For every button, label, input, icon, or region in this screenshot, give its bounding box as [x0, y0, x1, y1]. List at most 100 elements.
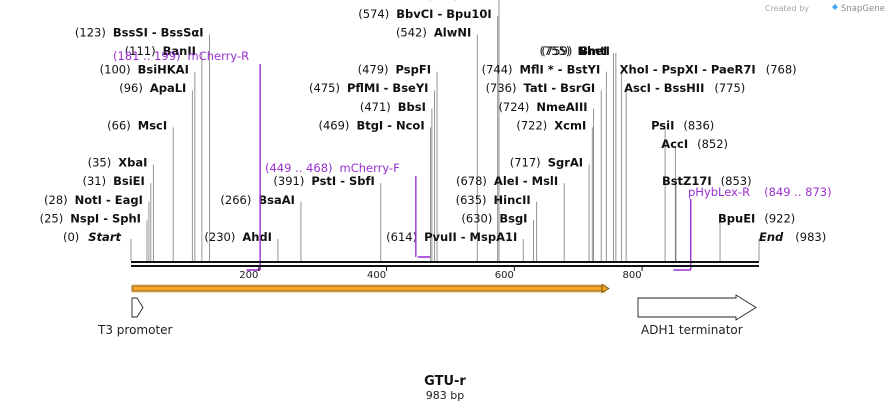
site-acci-852: AccI(852) [661, 137, 728, 151]
primer-phyblex-r-label: pHybLex-R(849 .. 873) [688, 185, 832, 199]
primer-mcherry-r: (181 .. 199)mCherry-R [113, 49, 261, 271]
site-bsiei-31: (31)BsiEI [83, 174, 145, 188]
site-pflmi-bseyi-475: (475)PflMI - BseYI [309, 81, 428, 95]
site-tati-bsrgi-736-label: (736)TatI - BsrGI [486, 81, 596, 95]
map-length: 983 bp [426, 389, 464, 402]
site-asci-bsshii-775: AscI - BssHII(775) [624, 81, 745, 95]
site-start-0-label: (0)Start [63, 230, 122, 244]
site-bbsi-471-label: (471)BbsI [360, 100, 426, 114]
site-xhoi-pspxi-paer7i-768: XhoI - PspXI - PaeR7I(768) [620, 63, 797, 77]
site-mfli-bstyi-744: (744)MflI * - BstYI [482, 63, 601, 77]
site-nspi-sphi-25-label: (25)NspI - SphI [40, 211, 141, 225]
primer-mcherry-f: (449 .. 468)mCherry-F [265, 161, 430, 258]
site-nspi-sphi-25: (25)NspI - SphI [40, 211, 141, 225]
feature-t3-promoter: T3 promoter [97, 297, 173, 337]
site-msci-66: (66)MscI [107, 118, 167, 132]
ruler-tick-label-400: 400 [367, 270, 386, 281]
orf-arrow [131, 283, 610, 294]
site-pspfi-479-label: (479)PspFI [358, 63, 431, 77]
credit: Created by SnapGene [765, 4, 885, 14]
site-nmeaiii-724: (724)NmeAIII [498, 100, 587, 114]
credit-brand: SnapGene [841, 4, 885, 14]
site-apali-96: (96)ApaLI [119, 81, 186, 95]
site-bpuei-922: BpuEI(922) [718, 211, 795, 225]
site-bsiei-31-label: (31)BsiEI [83, 174, 145, 188]
site-bsihkai-100-label: (100)BsiHKAI [100, 63, 189, 77]
site-xhoi-pspxi-paer7i-768-label: XhoI - PspXI - PaeR7I(768) [620, 63, 797, 77]
site-psti-sbfi-391-label: (391)PstI - SbfI [273, 174, 374, 188]
site-bsgi-630-label: (630)BsgI [461, 211, 527, 225]
site-bsssi-bsss-i-123: (123)BssSI - BssSαI [75, 25, 204, 39]
site-alwni-542: (542)AlwNI [396, 25, 471, 39]
site-mfli-bstyi-744-label: (744)MflI * - BstYI [482, 63, 601, 77]
site-asci-bsshii-775-label: AscI - BssHII(775) [624, 81, 745, 95]
primer-layer: (181 .. 199)mCherry-R (449 .. 468)mCherry… [113, 49, 832, 271]
site-bstz17i-853: BstZ17I(853) [662, 174, 752, 188]
site-alei-msli-678-label: (678)AleI - MslI [456, 174, 558, 188]
site-banii-111: (111)BanII [125, 44, 196, 58]
site-pvuii-mspa1i-614-label: (614)PvuII - MspA1I [386, 230, 517, 244]
site-pflmi-bseyi-475-label: (475)PflMI - BseYI [309, 81, 428, 95]
site-banii-111-label: (111)BanII [125, 44, 196, 58]
site-pspfi-479: (479)PspFI [358, 63, 431, 77]
orf-body [131, 285, 603, 292]
site-labels: (0)Start (230)AhdI (614)PvuII - MspA1I End(… [40, 0, 827, 244]
site-bmti-759-label: (759)BmtI [541, 44, 609, 58]
site-pvuii-mspa1i-614: (614)PvuII - MspA1I [386, 230, 517, 244]
site-nmeaiii-724-label: (724)NmeAIII [498, 100, 587, 114]
orf-head [601, 283, 610, 294]
site-xbai-35: (35)XbaI [88, 156, 148, 170]
site-bbsi-471: (471)BbsI [360, 100, 426, 114]
ruler-ticks: 200 400 600 800 [239, 266, 643, 281]
adh1-terminator-arrow [637, 294, 757, 321]
ruler-tick-label-800: 800 [623, 270, 642, 281]
credit-prefix: Created by [765, 4, 809, 13]
t3-promoter-label: T3 promoter [97, 323, 173, 337]
site-btgi-ncoi-469-label: (469)BtgI - NcoI [319, 118, 425, 132]
ruler-tick-label-600: 600 [495, 270, 514, 281]
site-psii-836: PsiI(836) [651, 118, 714, 132]
site-nhei-755-label: (755)NheI [540, 44, 608, 58]
adh1-terminator-label: ADH1 terminator [641, 323, 743, 337]
t3-promoter-arrow [131, 297, 144, 318]
site-bsaai-266: (266)BsaAI [220, 193, 295, 207]
site-alei-msli-678: (678)AleI - MslI [456, 174, 558, 188]
site-btgi-ncoi-469: (469)BtgI - NcoI [319, 118, 425, 132]
site-drdi-576-label: (576)DrdI [427, 0, 493, 2]
site-xcmi-722-label: (722)XcmI [516, 118, 586, 132]
site-bmti-759: (759)BmtI [541, 44, 609, 58]
site-noti-eagi-28-label: (28)NotI - EagI [44, 193, 143, 207]
site-hincii-635-label: (635)HincII [456, 193, 531, 207]
site-end-983-label: End(983) [759, 230, 826, 244]
site-tati-bsrgi-736: (736)TatI - BsrGI [486, 81, 596, 95]
site-bbvci-bpu10i-574: (574)BbvCI - Bpu10I [358, 7, 491, 21]
site-xcmi-722: (722)XcmI [516, 118, 586, 132]
site-xbai-35-label: (35)XbaI [88, 156, 148, 170]
site-lines [130, 0, 760, 261]
site-nhei-755: (755)NheI [540, 44, 608, 58]
primer-phyblex-r: pHybLex-R(849 .. 873) [673, 185, 832, 271]
site-sgrai-717: (717)SgrAI [510, 156, 583, 170]
site-bbvci-bpu10i-574-label: (574)BbvCI - Bpu10I [358, 7, 491, 21]
site-start-0: (0)Start [63, 230, 122, 244]
site-bsgi-630: (630)BsgI [461, 211, 527, 225]
site-msci-66-label: (66)MscI [107, 118, 167, 132]
site-acci-852-label: AccI(852) [661, 137, 728, 151]
site-bstz17i-853-label: BstZ17I(853) [662, 174, 752, 188]
primer-mcherry-f-label: (449 .. 468)mCherry-F [265, 161, 400, 175]
site-bsihkai-100: (100)BsiHKAI [100, 63, 189, 77]
site-hincii-635: (635)HincII [456, 193, 531, 207]
site-bsssi-bsss-i-123-label: (123)BssSI - BssSαI [75, 25, 204, 39]
site-ahdi-230-label: (230)AhdI [204, 230, 272, 244]
site-apali-96-label: (96)ApaLI [119, 81, 186, 95]
site-ahdi-230: (230)AhdI [204, 230, 272, 244]
map-title: GTU-r [424, 374, 466, 389]
site-noti-eagi-28: (28)NotI - EagI [44, 193, 143, 207]
site-psti-sbfi-391: (391)PstI - SbfI [273, 174, 374, 188]
sequence-backbone [131, 261, 759, 267]
ruler-tick-label-200: 200 [239, 270, 258, 281]
feature-adh1-terminator: ADH1 terminator [637, 294, 757, 337]
site-alwni-542-label: (542)AlwNI [396, 25, 471, 39]
site-sgrai-717-label: (717)SgrAI [510, 156, 583, 170]
